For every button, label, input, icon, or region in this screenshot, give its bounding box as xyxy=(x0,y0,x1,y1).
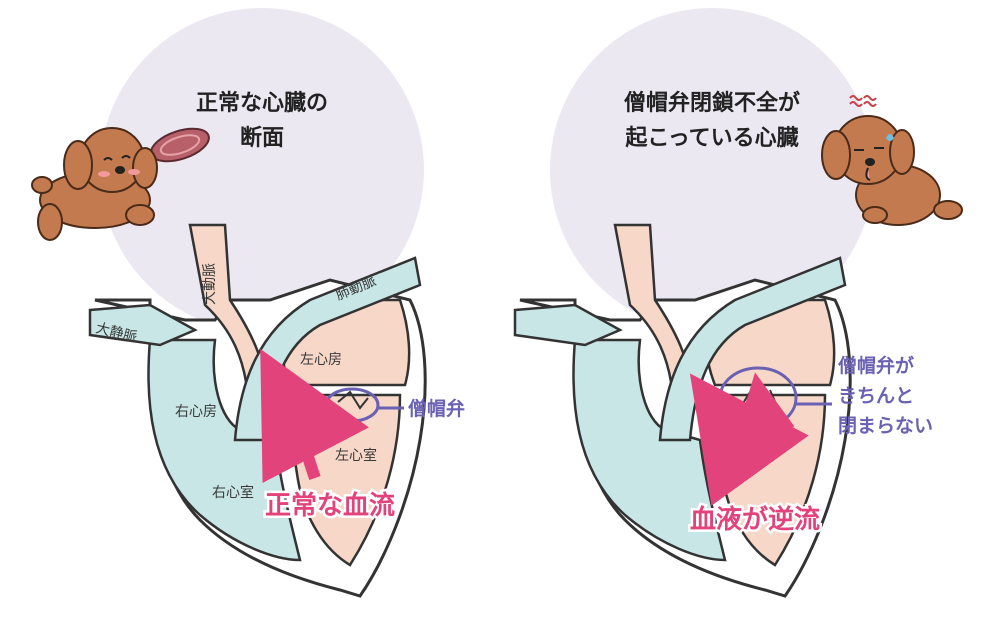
panel-title-line1: 僧帽弁閉鎖不全が xyxy=(624,90,800,116)
panel-title-line2: 断面 xyxy=(240,125,284,151)
panel-title-line2: 起こっている心臓 xyxy=(624,126,798,151)
happy-dog-face xyxy=(98,155,140,177)
valve-callout-line3: 閉まらない xyxy=(838,415,933,437)
worried-dog-face xyxy=(854,134,894,181)
backflow-arrow-small-icon xyxy=(735,372,795,441)
background-circle xyxy=(100,8,424,332)
label-aorta: 大動脈 xyxy=(202,263,218,305)
panel-normal-heart: 正常な心臓の 断面 xyxy=(31,8,465,598)
normal-flow-arrow-icon xyxy=(260,348,369,483)
label-right-ventricle: 右心室 xyxy=(212,484,254,501)
label-left-ventricle: 左心室 xyxy=(335,447,377,464)
panel-title-line1: 正常な心臓の xyxy=(196,90,328,116)
backflow-label: 血液が逆流 xyxy=(690,504,820,535)
label-right-atrium: 右心房 xyxy=(175,404,217,420)
disc-icon xyxy=(150,127,210,163)
label-left-atrium: 左心房 xyxy=(300,352,342,368)
stress-wavy-lines-icon xyxy=(849,95,877,107)
valve-callout-line1: 僧帽弁が xyxy=(838,354,914,377)
panel-regurgitation-heart: 僧帽弁閉鎖不全が 起こっている心臓 xyxy=(513,8,963,598)
valve-callout-label: 僧帽弁 xyxy=(408,397,465,420)
happy-dog-icon xyxy=(31,127,158,241)
worried-dog-icon xyxy=(821,115,963,226)
backflow-arrow-icon xyxy=(689,373,809,506)
normal-flow-label: 正常な血流 xyxy=(265,491,395,521)
valve-callout-line2: きちんと xyxy=(838,385,914,407)
